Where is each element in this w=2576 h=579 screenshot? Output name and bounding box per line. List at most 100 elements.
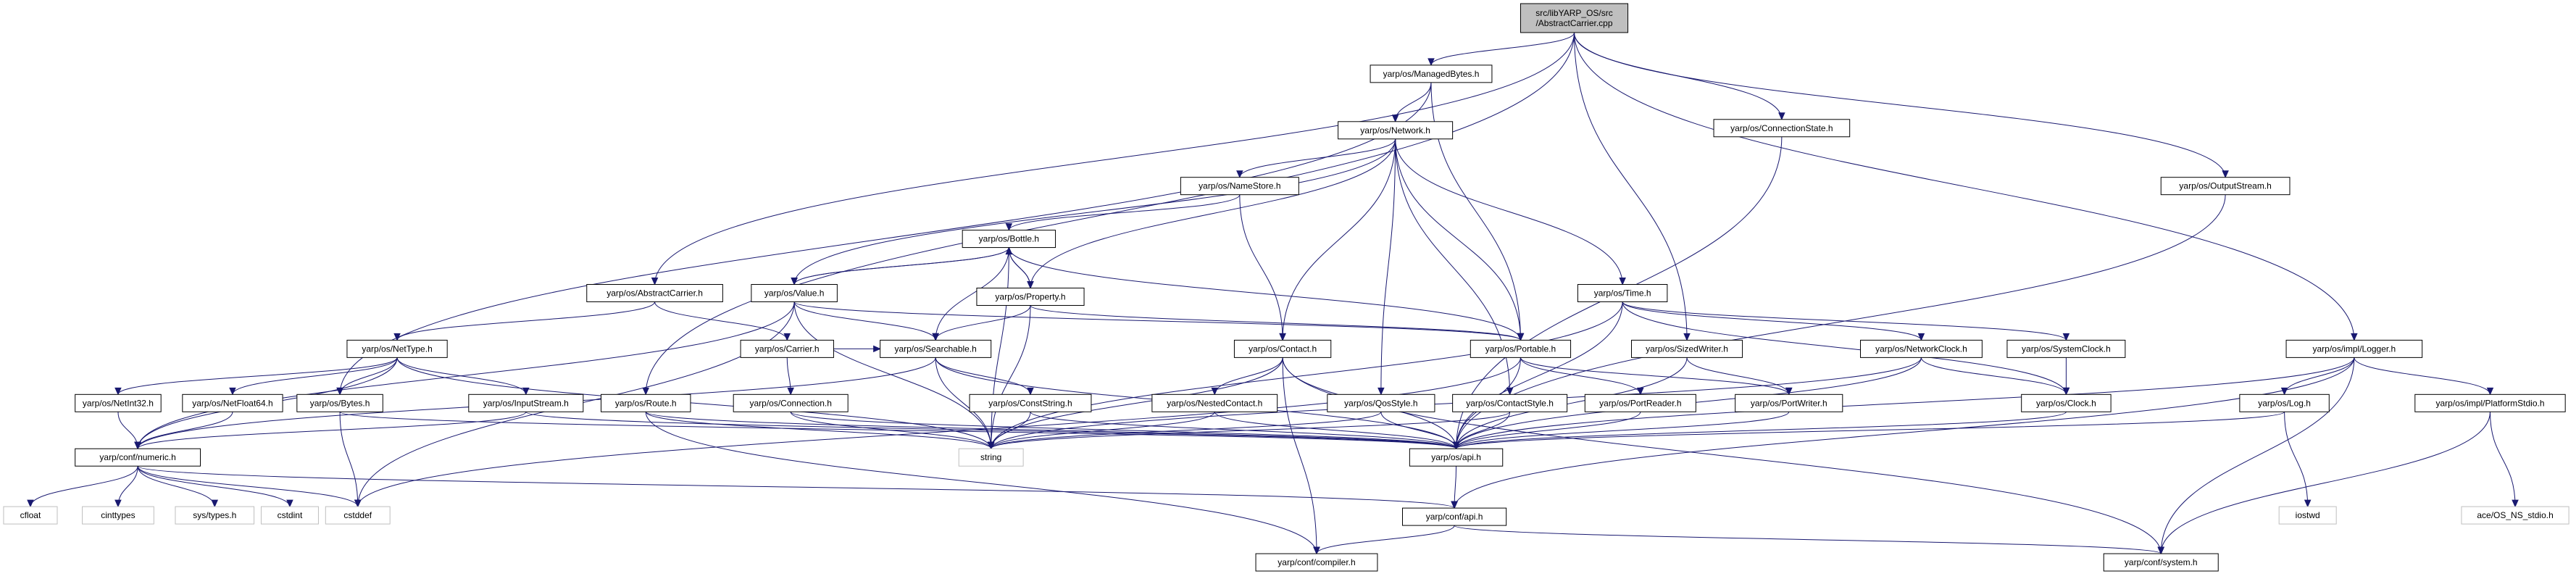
node-label: src/libYARP_OS/src <box>1535 8 1612 18</box>
node-label: string <box>980 452 1001 462</box>
node-box <box>75 448 201 467</box>
arrowhead <box>2304 499 2312 508</box>
arrowhead <box>987 441 995 450</box>
node-NetType[interactable]: yarp/os/NetType.h <box>346 339 448 358</box>
edge-InputStream-to-confnumeric <box>137 411 527 449</box>
node-InputStream[interactable]: yarp/os/InputStream.h <box>468 393 584 412</box>
node-NetFloat64[interactable]: yarp/os/NetFloat64.h <box>182 393 283 412</box>
arrowhead <box>114 499 122 508</box>
node-Clock[interactable]: yarp/os/Clock.h <box>2021 393 2112 412</box>
node-label: yarp/conf/system.h <box>2125 557 2198 567</box>
edge-Searchable-to-string <box>935 357 992 449</box>
node-Carrier[interactable]: yarp/os/Carrier.h <box>740 339 834 358</box>
node-AbstractCarrier[interactable]: yarp/os/AbstractCarrier.h <box>586 284 723 302</box>
node-PlatformStdio[interactable]: yarp/os/impl/PlatformStdio.h <box>2414 393 2566 412</box>
arrowhead <box>1778 112 1785 121</box>
edge-Property-to-string <box>991 305 1031 449</box>
node-cfloat: cfloat <box>3 506 58 525</box>
arrowhead <box>651 278 659 286</box>
node-NestedContact[interactable]: yarp/os/NestedContact.h <box>1151 393 1278 412</box>
node-QosStyle[interactable]: yarp/os/QosStyle.h <box>1327 393 1435 412</box>
node-Bytes[interactable]: yarp/os/Bytes.h <box>296 393 383 412</box>
node-root[interactable]: src/libYARP_OS/src/AbstractCarrier.cpp <box>1520 3 1629 33</box>
node-OutputStream[interactable]: yarp/os/OutputStream.h <box>2160 177 2291 196</box>
node-Network[interactable]: yarp/os/Network.h <box>1338 121 1454 140</box>
node-label: yarp/os/Clock.h <box>2036 398 2096 408</box>
node-Log[interactable]: yarp/os/Log.h <box>2239 393 2330 412</box>
edge-Property-to-Portable <box>1030 305 1521 341</box>
edge-Network-to-NameStore <box>1239 138 1396 178</box>
edge-ContactStyle-to-string <box>991 411 1511 449</box>
edge-NetInt32-to-confnumeric <box>117 412 138 449</box>
node-label: yarp/os/impl/Logger.h <box>2313 343 2396 354</box>
node-NetworkClock[interactable]: yarp/os/NetworkClock.h <box>1860 339 1983 358</box>
node-SystemClock[interactable]: yarp/os/SystemClock.h <box>2006 339 2126 358</box>
node-box <box>1860 339 1983 358</box>
node-SizedWriter[interactable]: yarp/os/SizedWriter.h <box>1631 339 1743 358</box>
edge-Portable-to-PortWriter <box>1520 357 1790 395</box>
node-confnumeric[interactable]: yarp/conf/numeric.h <box>75 448 201 467</box>
node-PortWriter[interactable]: yarp/os/PortWriter.h <box>1735 393 1843 412</box>
node-label: cstdint <box>278 510 303 520</box>
edge-Contact-to-NestedContact <box>1214 357 1283 395</box>
node-confapi[interactable]: yarp/conf/api.h <box>1402 507 1507 526</box>
node-box <box>3 506 58 525</box>
arrowhead <box>791 278 798 286</box>
node-Value[interactable]: yarp/os/Value.h <box>751 284 838 302</box>
node-Portable[interactable]: yarp/os/Portable.h <box>1470 339 1572 358</box>
arrowhead <box>2351 333 2358 341</box>
arrowhead <box>2157 546 2165 555</box>
node-box <box>601 393 691 412</box>
node-box <box>1180 177 1299 196</box>
node-Route[interactable]: yarp/os/Route.h <box>601 393 691 412</box>
node-NameStore[interactable]: yarp/os/NameStore.h <box>1180 177 1299 196</box>
node-ConnectionState[interactable]: yarp/os/ConnectionState.h <box>1713 119 1851 138</box>
node-Contact[interactable]: yarp/os/Contact.h <box>1233 339 1332 358</box>
edge-NetType-to-InputStream <box>396 357 527 395</box>
node-ConstString[interactable]: yarp/os/ConstString.h <box>969 393 1092 412</box>
arrowhead <box>2062 387 2070 396</box>
node-box <box>2461 506 2569 525</box>
node-cstdint: cstdint <box>260 506 319 525</box>
arrowhead <box>1517 333 1525 341</box>
edge-Contact-to-string <box>991 357 1283 449</box>
node-system[interactable]: yarp/conf/system.h <box>2103 553 2219 572</box>
edge-confapi-to-system <box>1454 525 2162 554</box>
node-box <box>1577 284 1668 302</box>
node-box <box>751 284 838 302</box>
edge-Time-to-NetworkClock <box>1622 301 1922 341</box>
node-Property[interactable]: yarp/os/Property.h <box>976 288 1085 306</box>
node-label: yarp/os/NetFloat64.h <box>192 398 272 408</box>
node-Searchable[interactable]: yarp/os/Searchable.h <box>880 339 992 358</box>
edge-NestedContact-to-osapi <box>1214 412 1457 449</box>
node-ContactStyle[interactable]: yarp/os/ContactStyle.h <box>1452 393 1568 412</box>
edge-Value-to-confnumeric <box>137 301 795 449</box>
edge-Value-to-string <box>793 301 992 449</box>
node-label: cstddef <box>343 510 372 520</box>
node-label: yarp/os/Property.h <box>995 291 1065 301</box>
node-ManagedBytes[interactable]: yarp/os/ManagedBytes.h <box>1370 64 1493 83</box>
node-label: yarp/os/NestedContact.h <box>1167 398 1262 408</box>
edge-Network-to-Time <box>1395 138 1623 285</box>
arrowhead <box>1391 114 1399 123</box>
node-label: iostwd <box>2296 510 2320 520</box>
node-osapi[interactable]: yarp/os/api.h <box>1409 448 1504 467</box>
edge-Route-to-string <box>645 411 992 449</box>
edge-QosStyle-to-osapi <box>1380 412 1457 449</box>
node-box <box>2414 393 2566 412</box>
node-Logger[interactable]: yarp/os/impl/Logger.h <box>2285 339 2423 358</box>
node-Connection[interactable]: yarp/os/Connection.h <box>733 393 849 412</box>
arrowhead <box>1427 58 1435 67</box>
node-compiler[interactable]: yarp/conf/compiler.h <box>1255 553 1378 572</box>
node-box <box>1338 121 1454 140</box>
node-box <box>1584 393 1696 412</box>
node-PortReader[interactable]: yarp/os/PortReader.h <box>1584 393 1696 412</box>
node-Time[interactable]: yarp/os/Time.h <box>1577 284 1668 302</box>
node-label: yarp/os/InputStream.h <box>483 398 569 408</box>
edge-confapi-to-compiler <box>1316 525 1455 554</box>
arrowhead <box>783 333 791 341</box>
node-Bottle[interactable]: yarp/os/Bottle.h <box>962 230 1056 249</box>
arrowhead <box>787 387 794 396</box>
node-NetInt32[interactable]: yarp/os/NetInt32.h <box>75 393 162 412</box>
